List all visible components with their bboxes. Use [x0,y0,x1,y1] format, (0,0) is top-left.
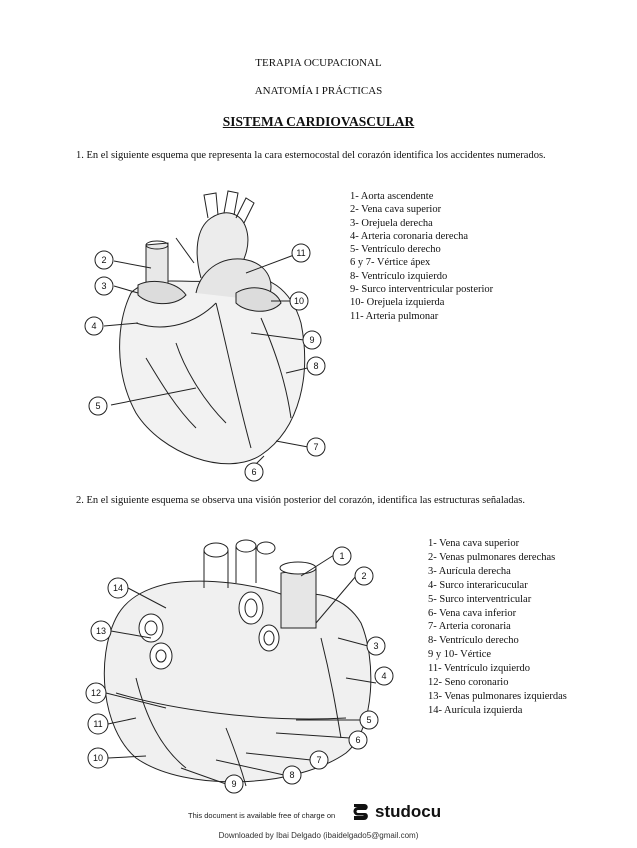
label-item: 5- Ventrículo derecho [350,243,560,256]
label-item: 2- Vena cava superior [350,203,560,216]
studocu-logo-icon [350,801,372,823]
label-item: 8- Ventrículo derecho [428,634,578,648]
heart-anterior-figure: 2 3 4 5 6 7 8 9 10 11 [76,183,338,486]
page-title: SISTEMA CARDIOVASCULAR [0,114,637,130]
figure2-number: 14 [113,583,123,593]
availability-note: This document is available free of charg… [188,811,335,820]
figure2-number: 4 [381,671,386,681]
label-item: 3- Aurícula derecha [428,565,578,579]
figure1-number: 3 [101,281,106,291]
label-item: 6 y 7- Vértice ápex [350,256,560,269]
label-item: 11- Arteria pulmonar [350,310,560,323]
download-note: Downloaded by Ibai Delgado (ibaidelgado5… [0,831,637,840]
figure1-number: 11 [296,248,305,258]
label-item: 2- Venas pulmonares derechas [428,551,578,565]
label-item: 4- Surco interaricucular [428,579,578,593]
label-item: 3- Orejuela derecha [350,217,560,230]
figure2-number: 7 [316,755,321,765]
label-item: 8- Ventrículo izquierdo [350,270,560,283]
label-item: 5- Surco interventricular [428,593,578,607]
label-item: 9 y 10- Vértice [428,648,578,662]
course-name: TERAPIA OCUPACIONAL [0,57,637,69]
label-item: 6- Vena cava inferior [428,607,578,621]
figure1-number: 10 [294,296,304,306]
figure1-number: 6 [251,467,256,477]
figure2-number: 5 [366,715,371,725]
label-item: 1- Aorta ascendente [350,190,560,203]
label-item: 1- Vena cava superior [428,537,578,551]
figure1-number: 5 [95,401,100,411]
figure2-number: 1 [339,551,344,561]
label-item: 12- Seno coronario [428,676,578,690]
question-1-labels: 1- Aorta ascendente 2- Vena cava superio… [350,190,560,323]
figure2-number: 3 [373,641,378,651]
figure2-number: 8 [289,770,294,780]
figure1-number: 8 [313,361,318,371]
figure2-number: 2 [361,571,366,581]
label-item: 11- Ventrículo izquierdo [428,662,578,676]
label-item: 13- Venas pulmonares izquierdas [428,690,578,704]
figure2-number: 10 [93,753,103,763]
question-2-labels: 1- Vena cava superior 2- Venas pulmonare… [428,537,578,718]
figure2-number: 13 [96,626,106,636]
question-2-prompt: 2. En el siguiente esquema se observa un… [76,495,556,508]
label-item: 10- Orejuela izquierda [350,296,560,309]
studocu-logo[interactable]: studocu [350,801,441,823]
subject-name: ANATOMÍA I PRÁCTICAS [0,85,637,97]
figure1-number: 4 [91,321,96,331]
figure2-number: 6 [355,735,360,745]
heart-posterior-figure: 1 2 3 4 5 6 7 8 9 10 11 12 13 1 [76,528,416,794]
studocu-logo-text: studocu [375,802,441,822]
label-item: 9- Surco interventricular posterior [350,283,560,296]
figure1-number: 7 [313,442,318,452]
label-item: 14- Aurícula izquierda [428,704,578,718]
figure2-number: 12 [91,688,101,698]
figure2-number: 9 [231,779,236,789]
question-1-prompt: 1. En el siguiente esquema que represent… [76,150,556,163]
figure1-number: 9 [309,335,314,345]
figure1-number: 2 [101,255,106,265]
label-item: 4- Arteria coronaria derecha [350,230,560,243]
figure2-number: 11 [93,719,102,729]
label-item: 7- Arteria coronaria [428,620,578,634]
